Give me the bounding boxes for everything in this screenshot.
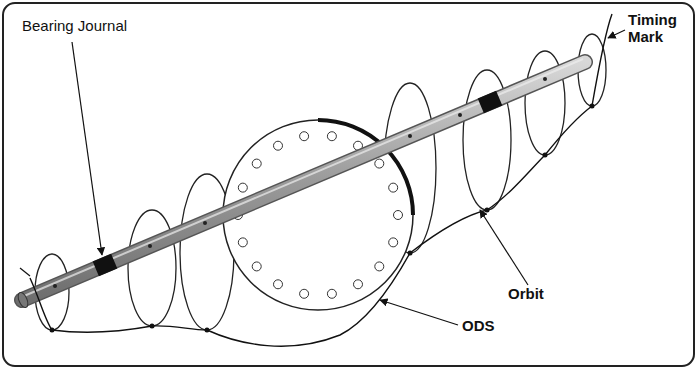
disc-hole (389, 238, 398, 247)
shaft-marks (53, 77, 547, 288)
disc-hole (274, 280, 283, 289)
disc-hole (375, 262, 384, 271)
part-label: Bearing Journal (22, 18, 162, 35)
bearing-journal (93, 91, 503, 277)
timing-marks (50, 104, 595, 333)
disc-hole (354, 280, 363, 289)
part-label: Timing Mark (628, 12, 688, 45)
disc-hole (238, 238, 247, 247)
disc-hole (375, 159, 384, 168)
disc-hole (252, 159, 261, 168)
disc-hole (238, 183, 247, 192)
disc-hole (252, 262, 261, 271)
disc-hole (300, 132, 309, 141)
part-label: ODS (462, 318, 522, 335)
disc-hole (327, 132, 336, 141)
outer-border (3, 3, 694, 366)
shaft (16, 59, 585, 309)
disc-hole (300, 289, 309, 298)
disc-hole (274, 141, 283, 150)
ods-curve (30, 14, 612, 346)
leader-lines (72, 30, 625, 325)
disc-hole (389, 183, 398, 192)
part-label: Orbit (508, 286, 578, 303)
disc-hole (327, 289, 336, 298)
disc-hole (394, 211, 403, 220)
ods-start-tick (20, 268, 30, 276)
